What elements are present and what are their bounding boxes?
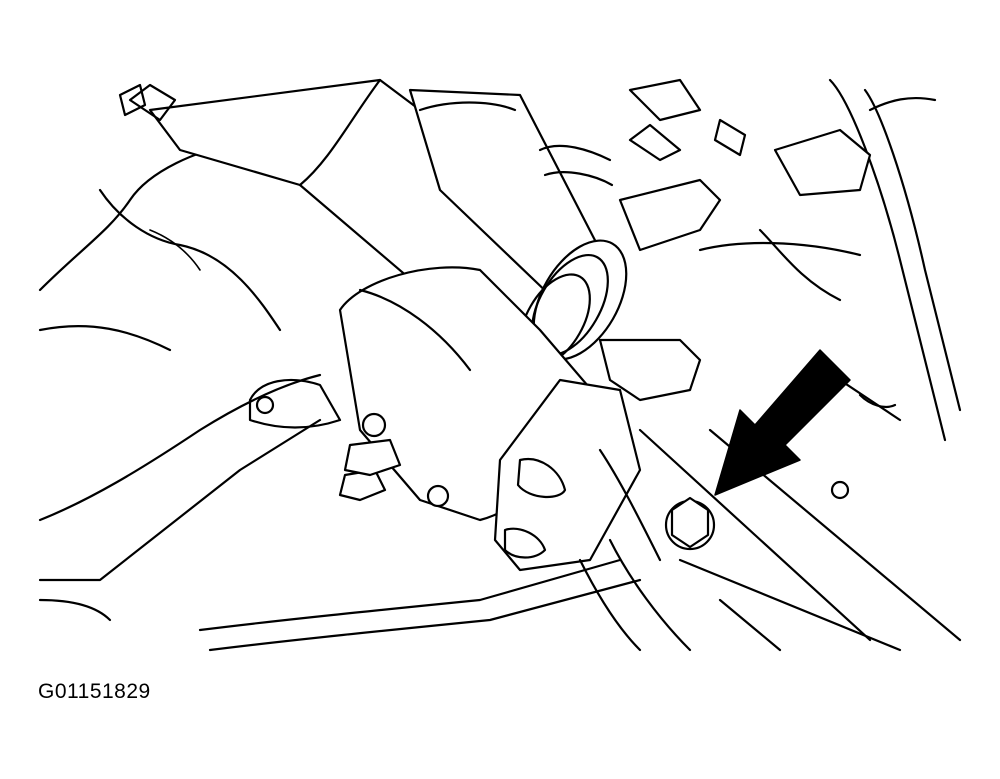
solenoid-connector [598, 78, 722, 402]
pointer-arrow-icon [714, 349, 851, 496]
transmission-housing [38, 143, 322, 622]
mounting-bolt [664, 496, 716, 551]
mounting-bracket [493, 378, 642, 572]
terminal-stud [338, 412, 450, 508]
figure-code: G01151829 [38, 680, 151, 703]
lower-wiring [198, 448, 692, 652]
